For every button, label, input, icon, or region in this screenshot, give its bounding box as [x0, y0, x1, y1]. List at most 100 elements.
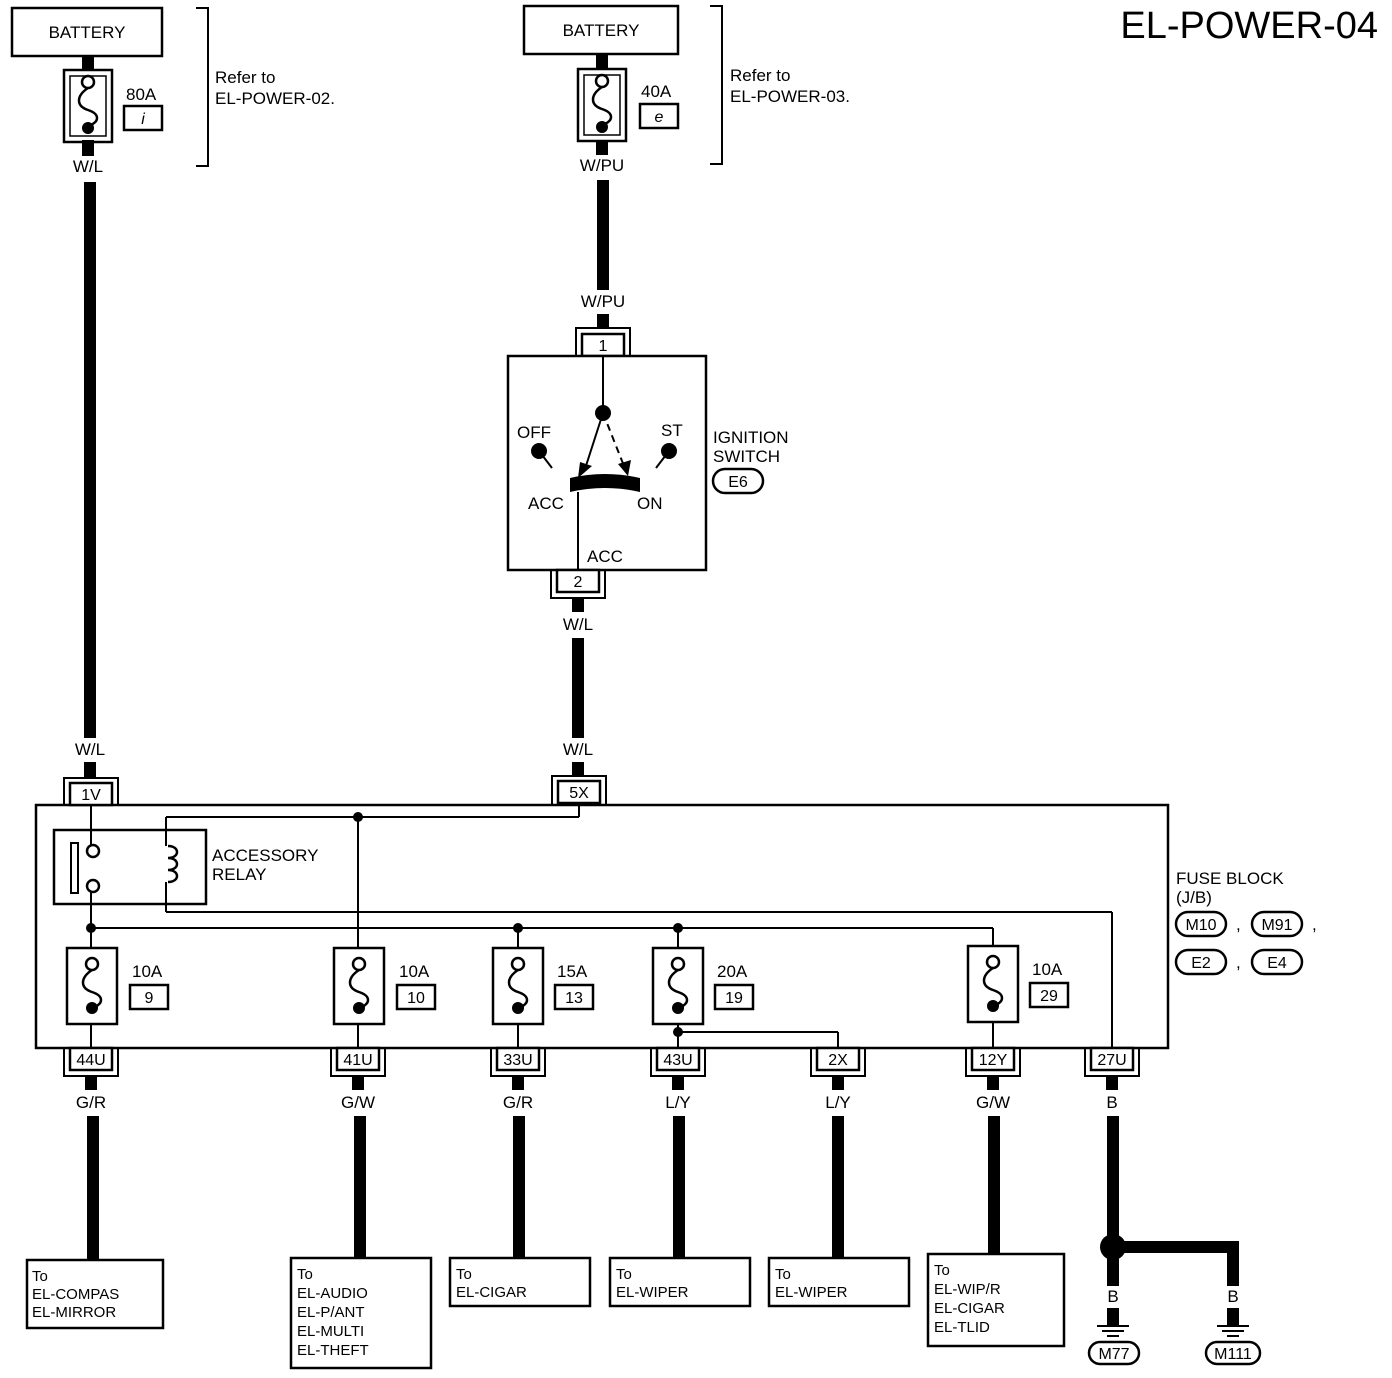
ignition-pos-off: OFF: [517, 423, 551, 442]
output-12y-wire: G/W: [976, 1093, 1010, 1112]
fuse-block-title-line2: (J/B): [1176, 888, 1212, 907]
fuse-block-pin-1v: 1V: [81, 787, 101, 804]
accessory-relay-box: [52, 828, 208, 906]
output-2x: 2X L/Y To EL-WIPER: [767, 1046, 911, 1308]
ignition-wire-in-label: W/PU: [581, 292, 625, 311]
ground-circuit: 27U B B M77 B M111: [1084, 1046, 1262, 1366]
ignition-wire-out-bottom: W/L: [563, 740, 593, 759]
ground-m111: M111: [1214, 1346, 1252, 1363]
fuse-block-sep-2: ,: [1312, 915, 1317, 934]
battery-2-wire-color: W/PU: [580, 156, 624, 175]
fuse-block-connector-m91: M91: [1261, 917, 1292, 934]
output-43u-pin: 43U: [663, 1052, 692, 1069]
page-title: EL-POWER-04: [1120, 5, 1378, 47]
fuse-19: [651, 946, 705, 1026]
battery-2-fuse-code: e: [655, 109, 664, 126]
output-44u-to-1: EL-COMPAS: [32, 1286, 119, 1303]
output-43u: 43U L/Y To EL-WIPER: [608, 1046, 752, 1308]
fuse-9-rating: 10A: [132, 962, 163, 981]
ignition-title-line1: IGNITION: [713, 428, 789, 447]
battery-1-wire-color: W/L: [73, 157, 103, 176]
output-41u-wire: G/W: [341, 1093, 375, 1112]
battery-2-fusible-link: [576, 67, 628, 143]
output-33u-to-0: To: [456, 1266, 472, 1283]
ignition-switch: 1 OFF ST ACC ON ACC IGNITION SWITCH E6 2…: [506, 327, 789, 776]
ground-branch-1-wire: B: [1107, 1287, 1118, 1306]
fuse-29: [966, 944, 1020, 1024]
output-41u-to-1: EL-AUDIO: [297, 1285, 368, 1302]
output-2x-wire: L/Y: [825, 1093, 851, 1112]
fuse-block-outline: [34, 803, 1170, 1050]
fuse-19-rating: 20A: [717, 962, 748, 981]
fuse-10: [332, 946, 386, 1026]
battery-1-box: [10, 6, 164, 58]
fuse-29-rating: 10A: [1032, 960, 1063, 979]
output-44u-to-2: EL-MIRROR: [32, 1304, 116, 1321]
battery-2-circuit: BATTERY 40A e Refer to EL-POWER-03. W/PU…: [522, 4, 850, 328]
fuse-10-number: 10: [407, 990, 425, 1007]
output-41u-to-3: EL-MULTI: [297, 1323, 364, 1340]
ground-m77: M77: [1098, 1346, 1129, 1363]
battery-2-note-line1: Refer to: [730, 66, 790, 85]
ignition-switch-body: [506, 354, 708, 572]
battery-1-note-line1: Refer to: [215, 68, 275, 87]
battery-1-circuit: BATTERY 80A i Refer to EL-POWER-02. W/L …: [10, 6, 335, 778]
output-43u-to-0: To: [616, 1266, 632, 1283]
fuse-block-sep-1: ,: [1236, 915, 1241, 934]
output-41u: 41U G/W To EL-AUDIO EL-P/ANT EL-MULTI EL…: [289, 1046, 433, 1370]
output-44u-wire: G/R: [76, 1093, 106, 1112]
ground-wire: B: [1106, 1093, 1117, 1112]
output-41u-to-2: EL-P/ANT: [297, 1304, 365, 1321]
fuse-block-connector-e2: E2: [1191, 955, 1211, 972]
output-33u-pin: 33U: [503, 1052, 532, 1069]
output-43u-wire: L/Y: [665, 1093, 691, 1112]
battery-2-note-line2: EL-POWER-03.: [730, 87, 850, 106]
output-12y-pin: 12Y: [979, 1052, 1008, 1069]
output-2x-to-0: To: [775, 1266, 791, 1283]
ignition-output-label: ACC: [587, 547, 623, 566]
output-44u-to-0: To: [32, 1268, 48, 1285]
output-44u: 44U G/R To EL-COMPAS EL-MIRROR: [25, 1046, 165, 1330]
battery-1-fuse-code: i: [141, 111, 145, 128]
ground-branch-2-wire: B: [1227, 1287, 1238, 1306]
output-12y-to-1: EL-WIP/R: [934, 1281, 1001, 1298]
fuse-9: [65, 946, 119, 1026]
battery-1-label: BATTERY: [49, 23, 126, 42]
output-2x-to-1: EL-WIPER: [775, 1284, 848, 1301]
ignition-wire-out-top: W/L: [563, 615, 593, 634]
fuse-block-connector-m10: M10: [1185, 917, 1216, 934]
output-33u-to-1: EL-CIGAR: [456, 1284, 527, 1301]
output-44u-pin: 44U: [76, 1052, 105, 1069]
ignition-connector: E6: [728, 474, 748, 491]
output-43u-to-1: EL-WIPER: [616, 1284, 689, 1301]
ignition-pos-on: ON: [637, 494, 663, 513]
fuse-9-number: 9: [145, 990, 154, 1007]
fuse-10-rating: 10A: [399, 962, 430, 981]
relay-label-line1: ACCESSORY: [212, 846, 318, 865]
ignition-pin-1: 1: [599, 338, 608, 355]
output-33u: 33U G/R To EL-CIGAR: [448, 1046, 592, 1308]
output-41u-pin: 41U: [343, 1052, 372, 1069]
battery-2-box: [522, 4, 680, 56]
battery-1-note-line2: EL-POWER-02.: [215, 89, 335, 108]
ignition-pin-2: 2: [574, 574, 583, 591]
fuse-19-number: 19: [725, 990, 743, 1007]
fuse-block-connector-e4: E4: [1267, 955, 1287, 972]
relay-label-line2: RELAY: [212, 865, 267, 884]
output-41u-to-4: EL-THEFT: [297, 1342, 369, 1359]
output-12y: 12Y G/W To EL-WIP/R EL-CIGAR EL-TLID: [926, 1046, 1066, 1348]
output-41u-to-0: To: [297, 1266, 313, 1283]
output-12y-to-0: To: [934, 1262, 950, 1279]
fuse-block-title-line1: FUSE BLOCK: [1176, 869, 1284, 888]
fuse-13: [491, 946, 545, 1026]
battery-1-fuse-rating: 80A: [126, 85, 157, 104]
output-12y-to-3: EL-TLID: [934, 1319, 990, 1336]
ignition-pos-st: ST: [661, 421, 683, 440]
battery-1-fusible-link: [62, 68, 114, 144]
ignition-pos-acc: ACC: [528, 494, 564, 513]
battery-2-fuse-rating: 40A: [641, 82, 672, 101]
output-2x-pin: 2X: [828, 1052, 848, 1069]
fuse-block-sep-3: ,: [1236, 953, 1241, 972]
output-33u-wire: G/R: [503, 1093, 533, 1112]
